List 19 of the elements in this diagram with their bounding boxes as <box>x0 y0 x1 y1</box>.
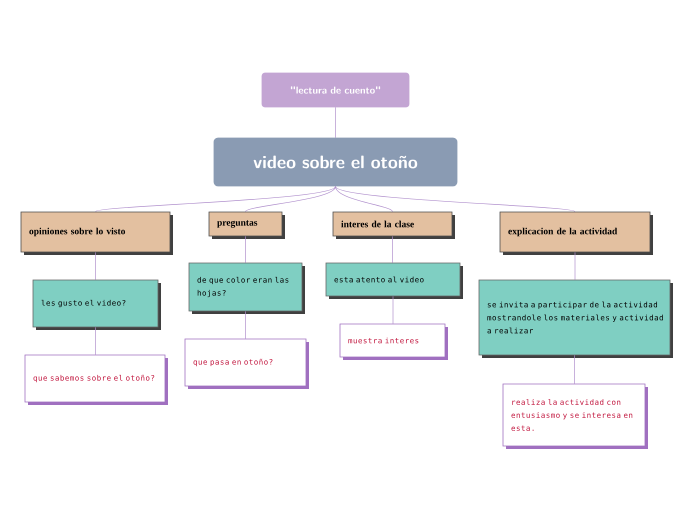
connector-line <box>335 107 336 138</box>
category-box: interes de la clase <box>332 212 455 239</box>
topic-box: video sobre el otoño <box>214 138 458 186</box>
connector-line <box>574 355 575 384</box>
category-box: preguntas <box>208 212 285 239</box>
connector-line <box>95 186 336 212</box>
category-box: explicacion de la actividad <box>500 212 653 255</box>
connector-line <box>245 311 246 339</box>
connector-line <box>335 186 393 212</box>
connector-line <box>392 296 394 324</box>
connector-line <box>335 186 576 212</box>
connector-line <box>245 236 246 263</box>
connector-line <box>245 186 336 212</box>
connector-line <box>574 252 576 280</box>
connector-line <box>392 236 393 263</box>
connector-line <box>95 327 96 355</box>
title-box: "lectura de cuento" <box>262 72 410 108</box>
category-box: opiniones sobre lo visto <box>20 212 173 255</box>
connector-line <box>95 252 96 280</box>
